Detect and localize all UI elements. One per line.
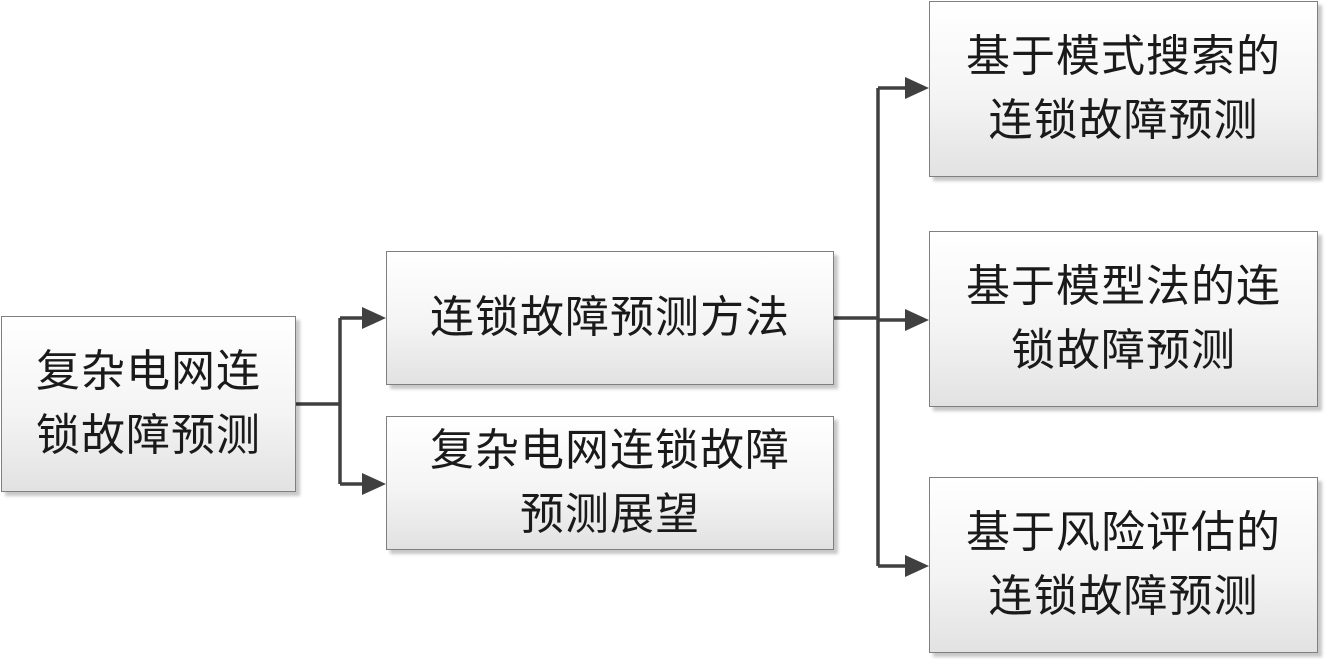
node-pattern-search: 基于模式搜索的 连锁故障预测: [929, 1, 1318, 177]
node-root-line-1: 复杂电网连: [36, 346, 261, 397]
node-prediction-methods-line-1: 连锁故障预测方法: [430, 292, 790, 343]
node-pattern-search-line-1: 基于模式搜索的: [966, 31, 1281, 82]
node-risk-assessment-line-2: 连锁故障预测: [988, 571, 1259, 622]
node-root-line-2: 锁故障预测: [36, 410, 261, 461]
node-prediction-methods-label: 连锁故障预测方法: [387, 286, 833, 350]
arrowhead-pattern-search: [905, 77, 929, 99]
node-model-method: 基于模型法的连 锁故障预测: [929, 231, 1318, 407]
node-model-method-line-1: 基于模型法的连: [966, 261, 1281, 312]
arrowhead-model-method: [905, 309, 929, 331]
node-model-method-label: 基于模型法的连 锁故障预测: [930, 255, 1317, 383]
node-pattern-search-line-2: 连锁故障预测: [988, 95, 1259, 146]
node-risk-assessment: 基于风险评估的 连锁故障预测: [929, 477, 1318, 653]
node-prediction-methods: 连锁故障预测方法: [386, 251, 834, 385]
node-model-method-line-2: 锁故障预测: [1011, 325, 1236, 376]
arrowhead-methods: [362, 307, 386, 329]
node-prediction-outlook-label: 复杂电网连锁故障 预测展望: [387, 419, 833, 547]
node-prediction-outlook: 复杂电网连锁故障 预测展望: [386, 416, 834, 550]
node-pattern-search-label: 基于模式搜索的 连锁故障预测: [930, 25, 1317, 153]
arrowhead-risk-assessment: [905, 555, 929, 577]
node-risk-assessment-label: 基于风险评估的 连锁故障预测: [930, 501, 1317, 629]
node-prediction-outlook-line-2: 预测展望: [520, 489, 700, 540]
node-risk-assessment-line-1: 基于风险评估的: [966, 507, 1281, 558]
node-root: 复杂电网连 锁故障预测: [1, 316, 296, 492]
node-root-label: 复杂电网连 锁故障预测: [2, 340, 295, 468]
arrowhead-outlook: [362, 473, 386, 495]
node-prediction-outlook-line-1: 复杂电网连锁故障: [430, 425, 790, 476]
